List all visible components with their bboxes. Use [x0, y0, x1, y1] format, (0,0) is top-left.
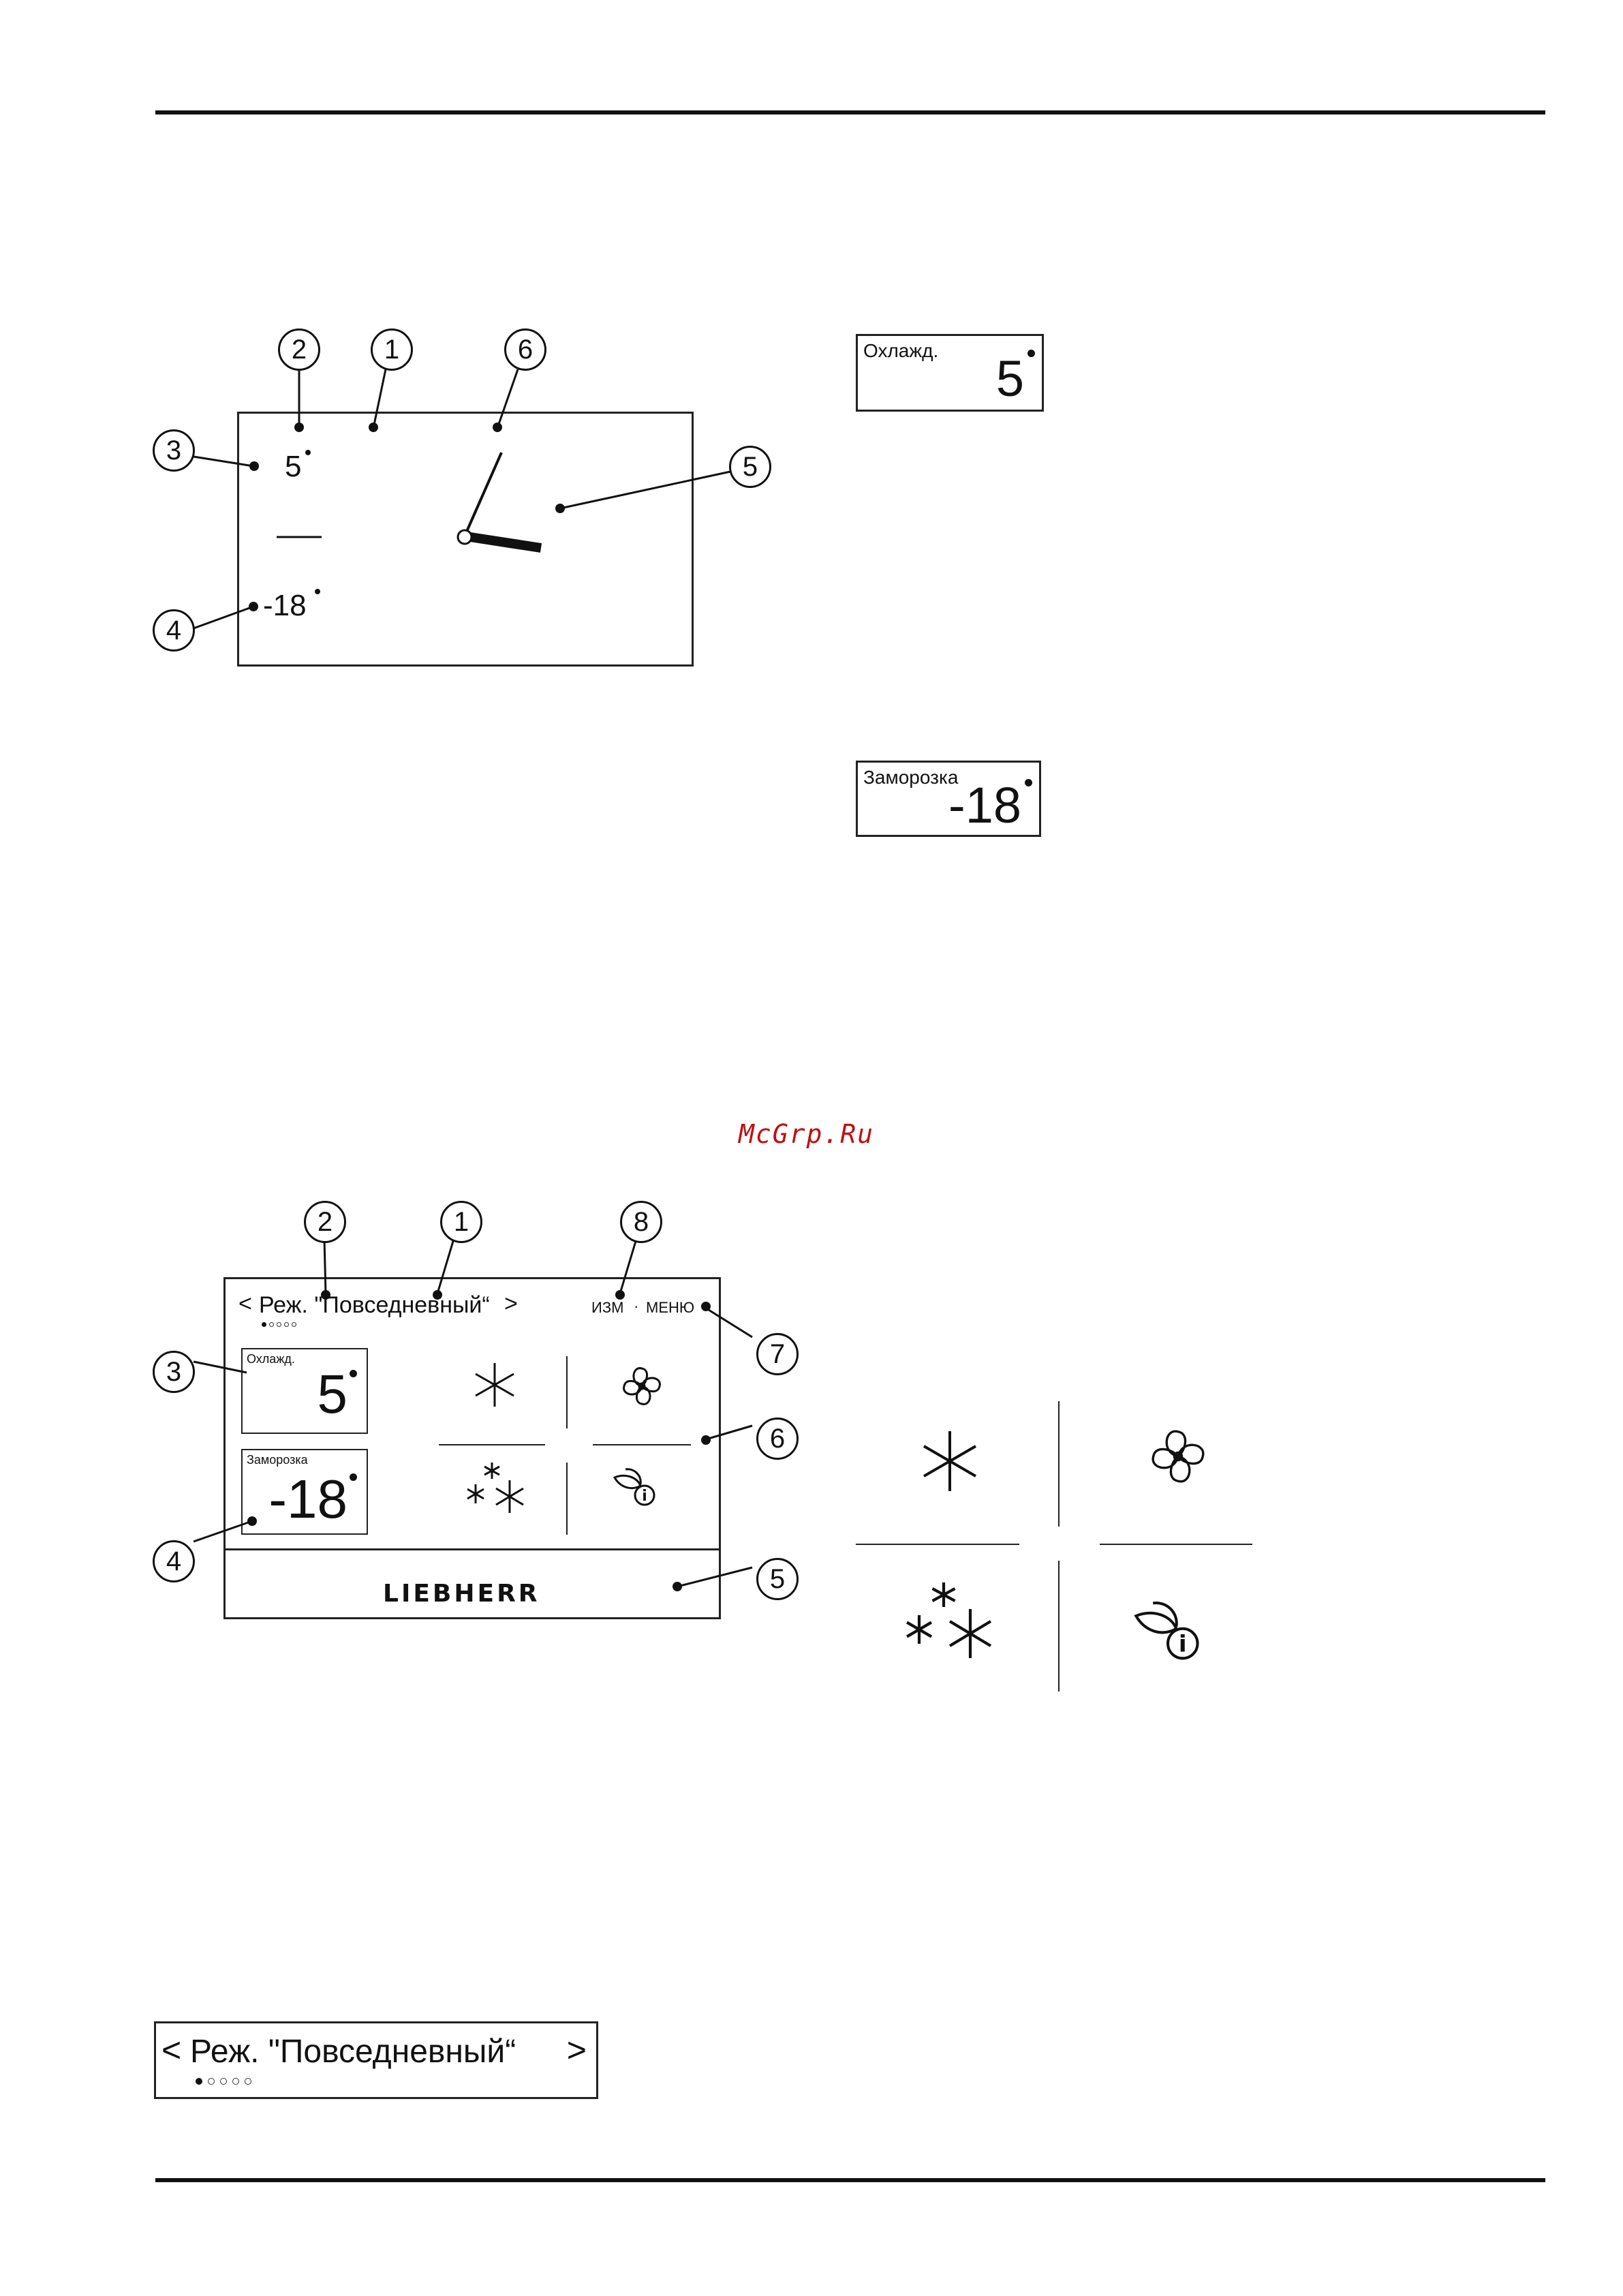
mode-bar-next-arrow[interactable]: >: [567, 2030, 587, 2070]
page-dot: [220, 2078, 227, 2085]
mode-bar-title[interactable]: Реж. "Повседневный“: [190, 2033, 516, 2070]
page-dot: [245, 2078, 251, 2085]
mode-bar-prev-arrow[interactable]: <: [161, 2030, 181, 2070]
page-dot: [196, 2078, 202, 2085]
fan-icon-large: [1142, 1420, 1214, 1493]
snowflake-icon-large: [917, 1428, 983, 1494]
page-dot: [208, 2078, 215, 2085]
mode-bar: < Реж. "Повседневный“ >: [154, 2021, 598, 2099]
svg-text:i: i: [1179, 1631, 1187, 1658]
mode-bar-page-dots: [196, 2078, 251, 2085]
superfrost-icon-large: [901, 1578, 999, 1664]
eco-info-icon-large: i: [1130, 1595, 1206, 1671]
page-dot: [232, 2078, 239, 2085]
